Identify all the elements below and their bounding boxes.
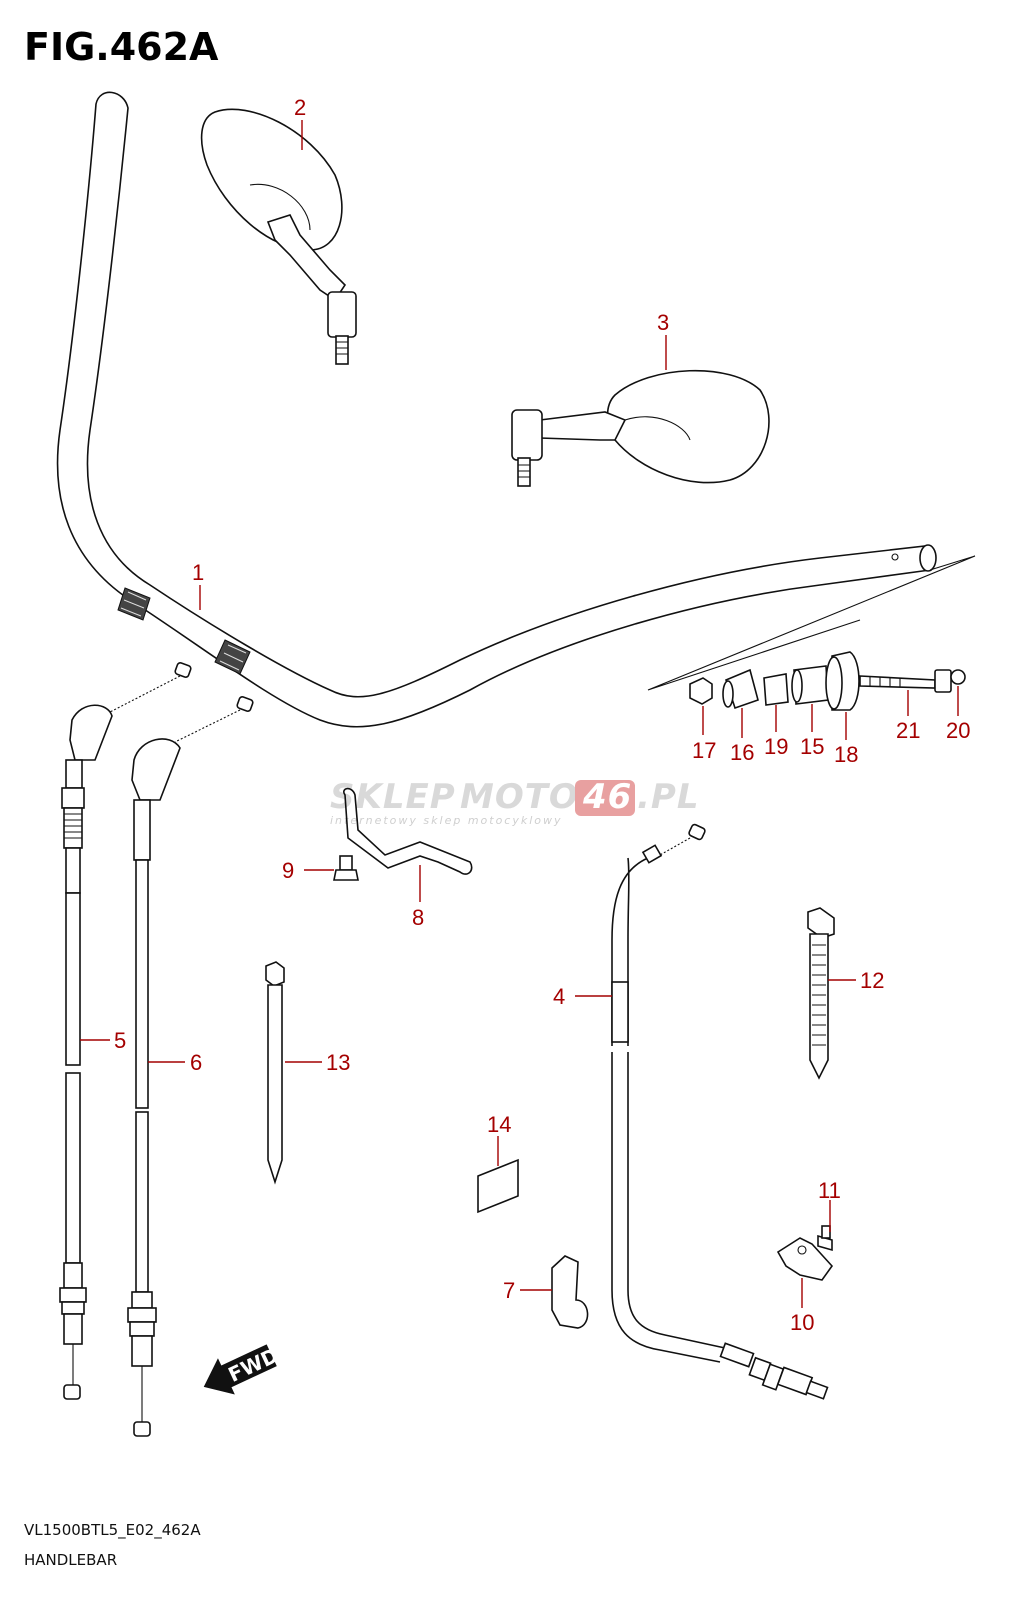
label-part-14 xyxy=(477,1158,519,1214)
screw-part-9 xyxy=(333,855,359,881)
callout-13: 13 xyxy=(326,1050,350,1075)
callout-21: 21 xyxy=(896,718,920,743)
screw-part-11 xyxy=(817,1225,833,1252)
fwd-label: FWD xyxy=(224,1343,282,1387)
spacer-19 xyxy=(763,673,789,706)
nut-17 xyxy=(689,677,713,705)
grip-knurl-right xyxy=(214,639,251,675)
watermark-text-left: SKLEP xyxy=(330,777,456,817)
callout-12: 12 xyxy=(860,968,884,993)
callout-17: 17 xyxy=(692,738,716,763)
throttle-cable-5 xyxy=(59,662,192,1400)
callout-6: 6 xyxy=(190,1050,202,1075)
cable-tie-part-12 xyxy=(807,907,835,1080)
washer-20 xyxy=(950,669,966,685)
callout-2: 2 xyxy=(294,95,306,120)
watermark: SKLEP MOTO 46 .PL internetowy sklep moto… xyxy=(330,777,700,827)
figure-title: FIG.462A xyxy=(24,25,219,69)
callout-20: 20 xyxy=(946,718,970,743)
callout-18: 18 xyxy=(834,742,858,767)
callout-15: 15 xyxy=(800,734,824,759)
handlebar-part xyxy=(56,91,937,728)
callout-19: 19 xyxy=(764,734,788,759)
watermark-badge xyxy=(575,780,635,816)
bracket-part-8 xyxy=(343,787,473,875)
watermark-text-num: 46 xyxy=(582,777,632,817)
mirror-right-part xyxy=(511,369,770,487)
cable-tie-part-13 xyxy=(265,961,285,1185)
callout-7: 7 xyxy=(503,1278,515,1303)
mirror-left-part xyxy=(200,108,357,365)
callout-3: 3 xyxy=(657,310,669,335)
callout-16: 16 xyxy=(730,740,754,765)
footer-name: HANDLEBAR xyxy=(24,1551,117,1569)
clamp-part-7 xyxy=(551,1255,589,1329)
bolt-21 xyxy=(859,675,936,689)
watermark-subtext: internetowy sklep motocyklowy xyxy=(330,814,563,827)
clutch-cable-part-4 xyxy=(611,823,829,1400)
footer-code: VL1500BTL5_E02_462A xyxy=(24,1521,201,1540)
watermark-text-mid: MOTO xyxy=(460,777,579,817)
holder-part-10 xyxy=(776,1237,834,1281)
assembly-guide-lines xyxy=(647,555,976,691)
callout-5: 5 xyxy=(114,1028,126,1053)
watermark-text-right: .PL xyxy=(637,777,700,817)
throttle-cable-6 xyxy=(127,696,254,1437)
callout-1: 1 xyxy=(192,560,204,585)
grip-knurl-left xyxy=(117,587,151,621)
callout-8: 8 xyxy=(412,905,424,930)
callout-14: 14 xyxy=(487,1112,511,1137)
callout-4: 4 xyxy=(553,984,565,1009)
fwd-arrow: FWD xyxy=(203,1343,282,1395)
callout-11: 11 xyxy=(818,1178,841,1203)
callout-9: 9 xyxy=(282,858,294,883)
bar-end-hardware xyxy=(689,651,966,711)
callout-10: 10 xyxy=(790,1310,814,1335)
